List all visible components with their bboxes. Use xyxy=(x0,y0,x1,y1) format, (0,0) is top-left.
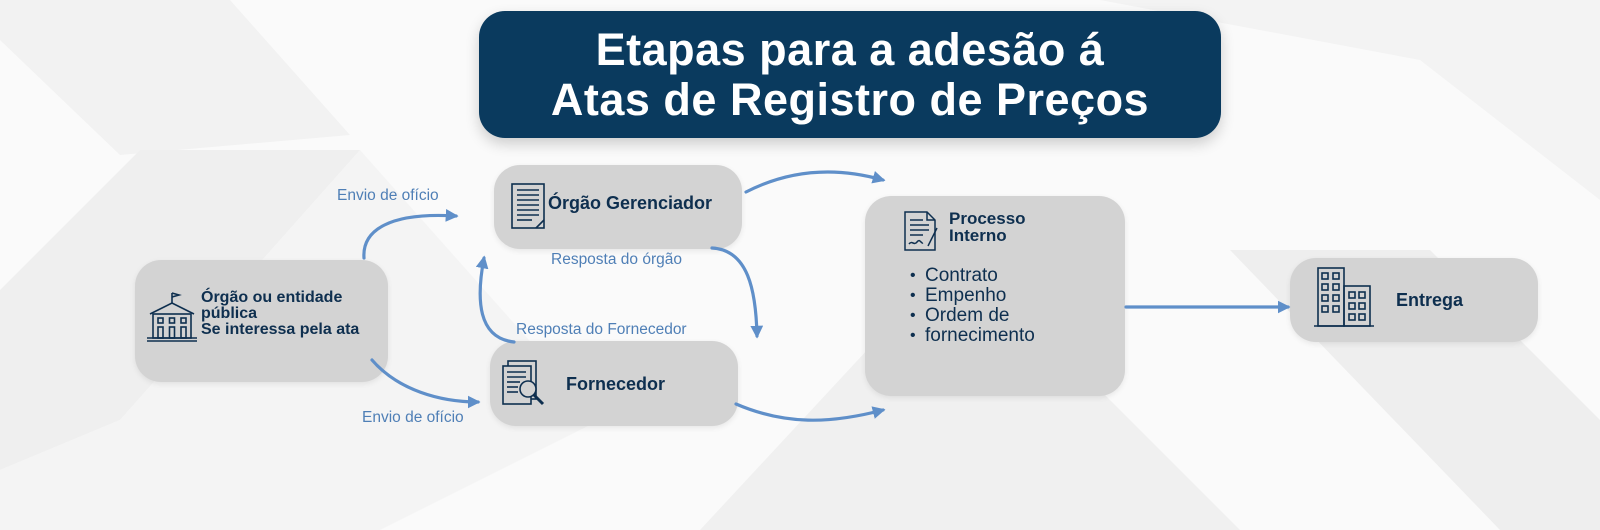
node-entrega: Entrega xyxy=(1290,258,1538,342)
list-item: Contrato xyxy=(910,266,1035,287)
document-icon xyxy=(511,183,545,229)
edge-label-envio-oficio-bottom: Envio de ofício xyxy=(362,409,464,426)
node-orgao-entidade-line-2: pública xyxy=(201,305,258,322)
list-item: Empenho xyxy=(910,286,1035,307)
node-orgao-entidade-line-3: Se interessa pela ata xyxy=(201,321,360,338)
edge-label-resposta-orgao: Resposta do órgão xyxy=(551,251,682,268)
title-line-1: Etapas para a adesão á xyxy=(595,23,1105,75)
list-item: Ordem de xyxy=(910,306,1035,327)
node-orgao-gerenciador: Órgão Gerenciador xyxy=(494,165,742,249)
signed-document-icon xyxy=(904,211,938,251)
government-building-icon xyxy=(147,292,197,342)
edge-label-envio-oficio-top: Envio de ofício xyxy=(337,187,439,204)
node-orgao-gerenciador-label: Órgão Gerenciador xyxy=(548,193,713,213)
title-line-2: Atas de Registro de Preços xyxy=(550,73,1150,125)
node-processo-interno-line-1: Processo xyxy=(949,209,1026,228)
node-fornecedor: Fornecedor xyxy=(490,341,738,426)
node-orgao-entidade-line-1: Órgão ou entidade xyxy=(201,289,343,306)
title-banner: Etapas para a adesão á Atas de Registro … xyxy=(479,11,1221,138)
node-entrega-label: Entrega xyxy=(1396,290,1464,310)
processo-interno-list: Contrato Empenho Ordem de fornecimento xyxy=(910,266,1035,347)
node-orgao-entidade: Órgão ou entidade pública Se interessa p… xyxy=(135,260,388,382)
office-building-icon xyxy=(1314,267,1374,327)
node-processo-interno-line-2: Interno xyxy=(949,226,1007,245)
edge-label-resposta-fornecedor: Resposta do Fornecedor xyxy=(516,321,687,338)
document-search-icon xyxy=(502,360,545,406)
node-fornecedor-label: Fornecedor xyxy=(566,374,666,394)
list-item-continuation: fornecimento xyxy=(910,326,1035,347)
